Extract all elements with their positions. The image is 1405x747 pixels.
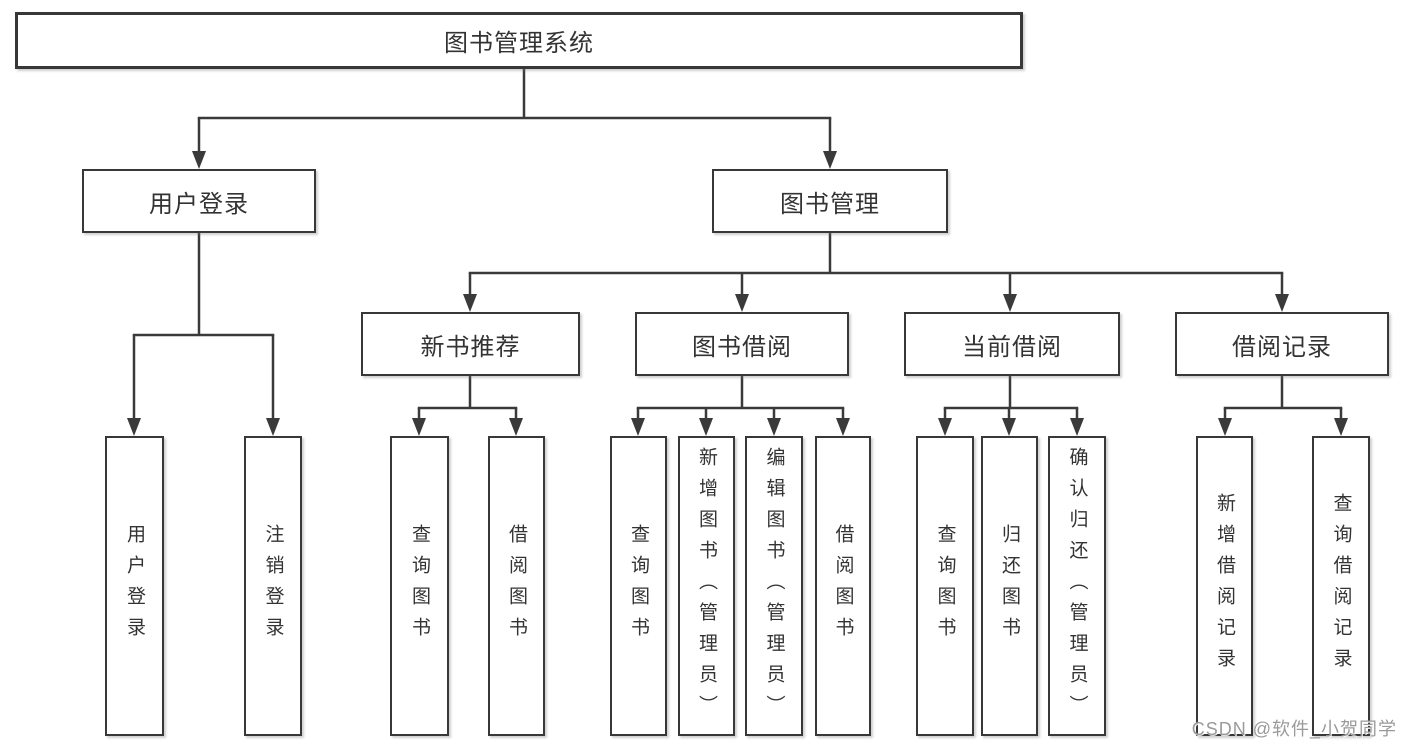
node-label: 用户登录: [124, 524, 145, 648]
leaf-add-books-admin: 新增图书（管理员）: [678, 436, 735, 736]
node-label: 注销登录: [262, 524, 284, 648]
node-label: 借阅记录: [1232, 333, 1332, 361]
node-label: 新增图书（管理员）: [696, 446, 717, 726]
leaf-borrow-books: 借阅图书: [815, 436, 871, 736]
leaf-borrow-books-recommend: 借阅图书: [488, 436, 545, 736]
node-book-borrowing: 图书借阅: [635, 312, 849, 376]
node-label: 图书管理系统: [444, 30, 594, 57]
node-book-management: 图书管理: [712, 169, 948, 233]
leaf-edit-books-admin: 编辑图书（管理员）: [745, 436, 803, 736]
node-borrowing-records: 借阅记录: [1175, 312, 1389, 376]
csdn-watermark: CSDN @软件_小贺同学: [1191, 719, 1397, 739]
node-label: 查询借阅记录: [1330, 493, 1352, 679]
node-label: 借阅图书: [832, 524, 854, 648]
leaf-add-borrow-record: 新增借阅记录: [1196, 436, 1253, 736]
node-current-borrowing: 当前借阅: [904, 312, 1120, 376]
node-new-book-recommend: 新书推荐: [361, 312, 580, 376]
node-label: 新增借阅记录: [1214, 493, 1235, 679]
node-label: 查询图书: [934, 524, 956, 648]
node-label: 用户登录: [149, 190, 249, 218]
leaf-query-books-recommend: 查询图书: [390, 436, 449, 736]
leaf-query-borrow-record: 查询借阅记录: [1312, 436, 1370, 736]
node-label: 借阅图书: [506, 524, 527, 648]
leaf-logout: 注销登录: [244, 436, 302, 736]
node-label: 图书管理: [780, 190, 880, 218]
node-label: 新书推荐: [420, 333, 521, 361]
node-user-login: 用户登录: [82, 169, 316, 233]
node-label: 归还图书: [999, 524, 1020, 648]
node-label: 图书借阅: [692, 333, 792, 361]
node-label: 编辑图书（管理员）: [763, 446, 785, 726]
leaf-user-login: 用户登录: [105, 436, 164, 736]
leaf-confirm-return-admin: 确认归还（管理员）: [1048, 436, 1106, 736]
node-library-management-system: 图书管理系统: [15, 12, 1023, 69]
node-label: 确认归还（管理员）: [1066, 446, 1088, 726]
leaf-query-books-current: 查询图书: [916, 436, 974, 736]
node-label: 查询图书: [409, 524, 430, 648]
leaf-query-books-borrowing: 查询图书: [610, 436, 667, 736]
node-label: 查询图书: [628, 524, 649, 648]
leaf-return-books: 归还图书: [981, 436, 1038, 736]
node-label: 当前借阅: [962, 333, 1062, 361]
